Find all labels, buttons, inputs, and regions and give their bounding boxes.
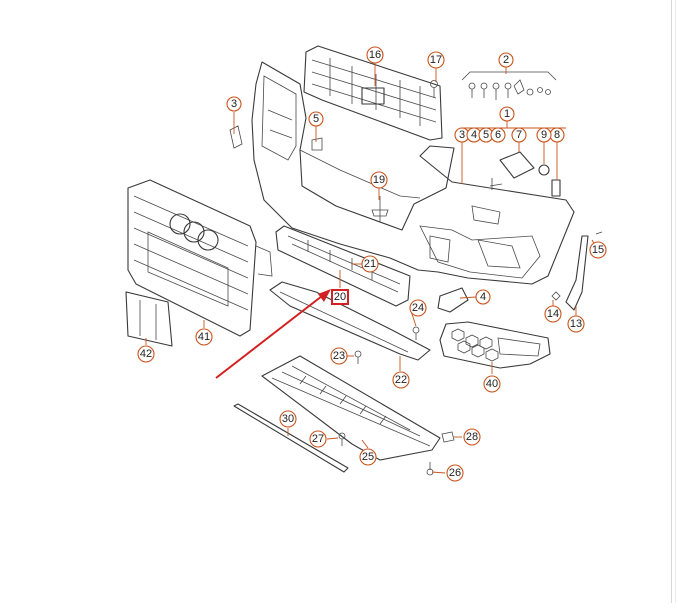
callout-3-left: 3 xyxy=(226,96,242,112)
callout-17: 17 xyxy=(427,51,445,69)
svg-text:1: 1 xyxy=(504,108,510,120)
callout-2: 2 xyxy=(498,52,514,68)
clip-5 xyxy=(311,137,323,151)
svg-text:4: 4 xyxy=(480,291,486,303)
fog-light-grille xyxy=(439,321,551,369)
svg-text:8: 8 xyxy=(554,129,560,141)
svg-text:14: 14 xyxy=(547,308,559,320)
page-edge-line xyxy=(671,0,672,603)
callout-1: 1 xyxy=(499,106,515,122)
callout-15: 15 xyxy=(589,241,607,259)
svg-text:17: 17 xyxy=(430,54,442,66)
svg-text:3: 3 xyxy=(459,129,465,141)
clip-3 xyxy=(229,125,243,149)
svg-text:16: 16 xyxy=(369,49,381,61)
callout-6: 6 xyxy=(490,127,506,143)
svg-text:20: 20 xyxy=(334,291,346,303)
callout-27: 27 xyxy=(309,430,327,448)
svg-text:42: 42 xyxy=(140,348,152,360)
svg-text:24: 24 xyxy=(412,302,424,314)
emblem-bracket xyxy=(371,196,389,222)
svg-text:41: 41 xyxy=(198,331,210,343)
callout-14: 14 xyxy=(544,305,562,323)
fog-ring xyxy=(437,287,469,313)
center-reinforcement xyxy=(275,225,411,307)
svg-text:13: 13 xyxy=(570,318,582,330)
svg-text:7: 7 xyxy=(516,129,522,141)
bolt-17 xyxy=(430,80,438,98)
lower-spoiler-lip xyxy=(269,281,431,361)
callout-8: 8 xyxy=(549,127,565,143)
svg-text:5: 5 xyxy=(313,113,319,125)
svg-text:19: 19 xyxy=(373,174,385,186)
fastener-set xyxy=(461,71,557,100)
license-plate-bracket xyxy=(125,291,173,347)
callout-5-left: 5 xyxy=(308,111,324,127)
callout-16: 16 xyxy=(366,46,384,64)
callout-13: 13 xyxy=(567,315,585,333)
callout-19: 19 xyxy=(370,171,388,189)
bolt-24 xyxy=(412,326,420,340)
callout-26: 26 xyxy=(446,464,464,482)
svg-text:21: 21 xyxy=(364,258,376,270)
svg-text:3: 3 xyxy=(231,98,237,110)
svg-text:4: 4 xyxy=(471,129,477,141)
callouts: 1 2 3 3 4 4 5 5 6 7 8 9 13 14 15 16 17 1… xyxy=(137,46,607,482)
callout-28: 28 xyxy=(463,428,481,446)
callout-9: 9 xyxy=(536,127,552,143)
svg-text:23: 23 xyxy=(333,350,345,362)
callout-21: 21 xyxy=(361,255,379,273)
svg-text:15: 15 xyxy=(592,244,604,256)
svg-text:27: 27 xyxy=(312,433,324,445)
svg-text:22: 22 xyxy=(395,374,407,386)
callout-41: 41 xyxy=(195,328,213,346)
svg-text:28: 28 xyxy=(466,431,478,443)
leader-lines xyxy=(145,63,599,474)
bumper-cover xyxy=(251,61,575,285)
callout-24: 24 xyxy=(409,299,427,317)
clip-28 xyxy=(441,431,455,443)
bolt-27 xyxy=(338,432,346,446)
trim-strip xyxy=(233,403,349,473)
svg-text:9: 9 xyxy=(541,129,547,141)
callout-40: 40 xyxy=(483,375,501,393)
svg-text:2: 2 xyxy=(503,54,509,66)
bolt-26 xyxy=(426,462,434,476)
svg-text:26: 26 xyxy=(449,467,461,479)
callout-25: 25 xyxy=(359,448,377,466)
callout-20-highlighted: 20 xyxy=(331,289,349,305)
bolt-23 xyxy=(354,350,362,364)
svg-text:25: 25 xyxy=(362,451,374,463)
callout-7: 7 xyxy=(511,127,527,143)
callout-30: 30 xyxy=(279,410,297,428)
callout-22: 22 xyxy=(392,371,410,389)
upper-grille-carrier xyxy=(303,45,443,141)
callout-4-lower: 4 xyxy=(475,289,491,305)
svg-text:30: 30 xyxy=(282,413,294,425)
radiator-grille xyxy=(127,179,273,337)
svg-text:6: 6 xyxy=(495,129,501,141)
page-edge-line-outer xyxy=(675,0,676,603)
side-bracket xyxy=(551,231,603,311)
callout-23: 23 xyxy=(330,347,348,365)
highlight-arrow xyxy=(215,289,331,379)
callout-42: 42 xyxy=(137,345,155,363)
svg-text:40: 40 xyxy=(486,378,498,390)
svg-text:5: 5 xyxy=(483,129,489,141)
underbody-guard xyxy=(261,355,441,461)
